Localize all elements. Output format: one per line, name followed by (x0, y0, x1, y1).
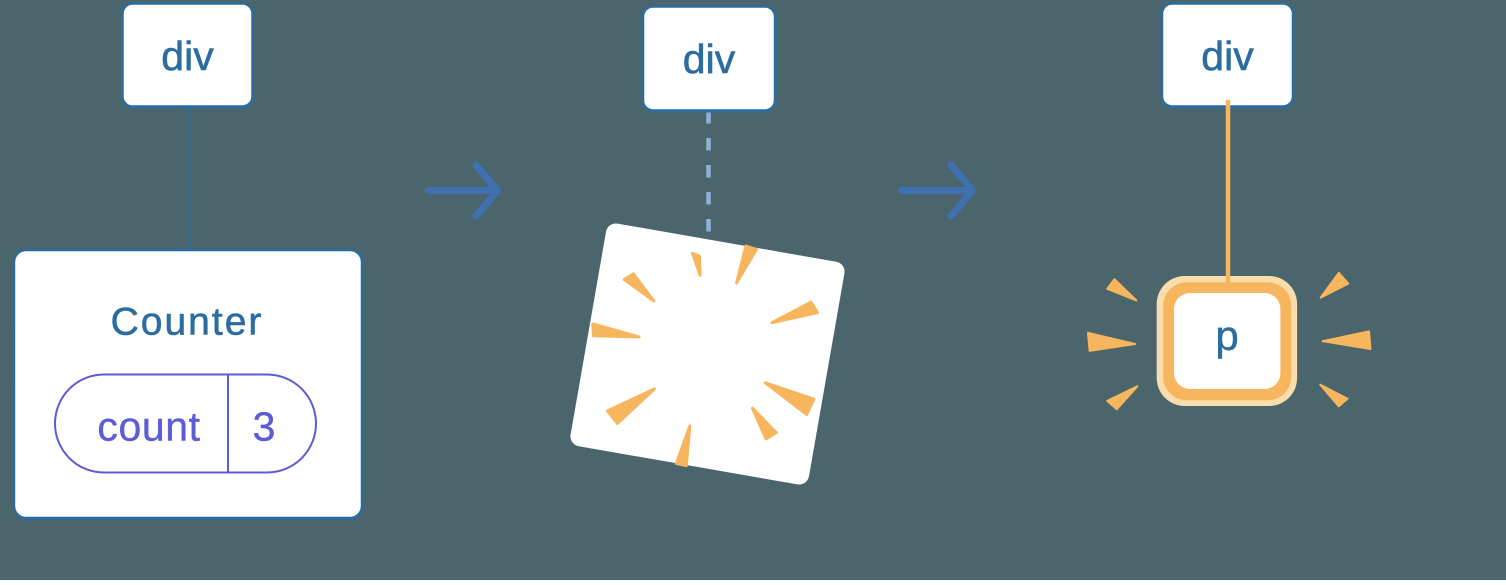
svg-text:div: div (161, 33, 214, 79)
svg-text:count: count (97, 404, 200, 450)
svg-text:Counter: Counter (111, 301, 264, 344)
svg-text:div: div (683, 36, 736, 82)
svg-text:p: p (1215, 312, 1238, 359)
svg-text:3: 3 (253, 404, 276, 450)
svg-text:div: div (1201, 33, 1254, 79)
